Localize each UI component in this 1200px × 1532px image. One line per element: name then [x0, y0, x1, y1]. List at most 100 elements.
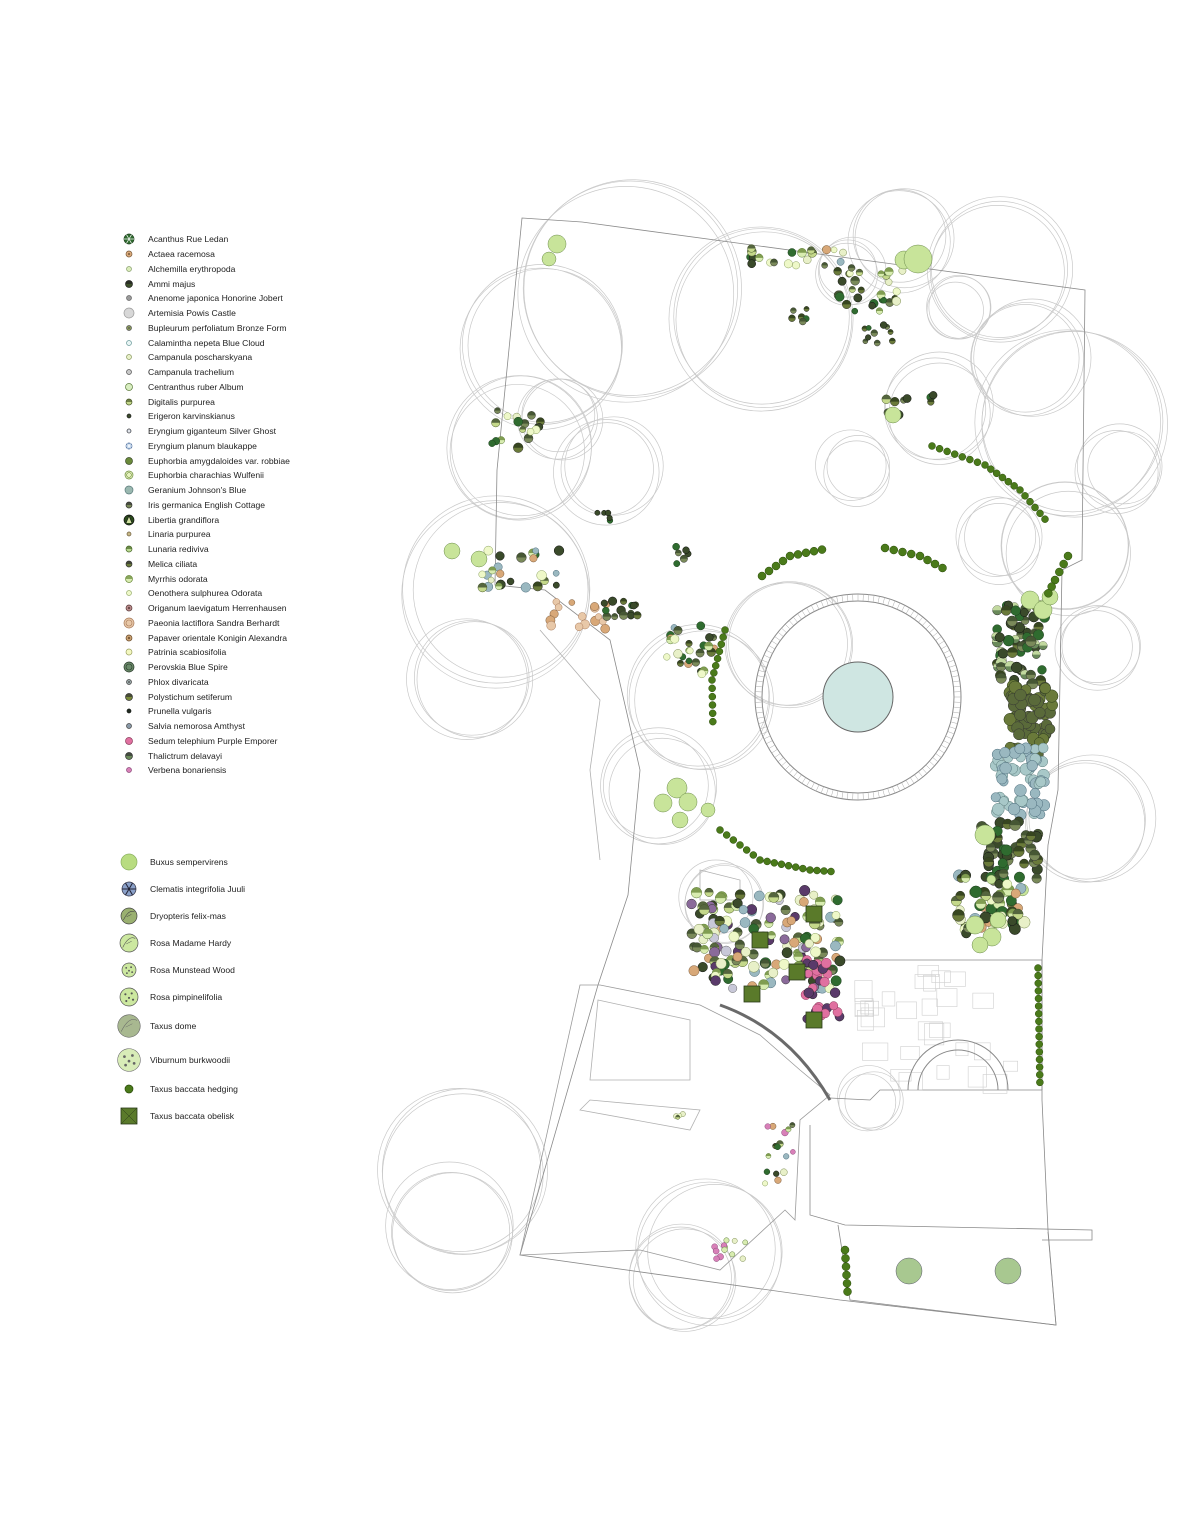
plant-symbol-822 [1063, 551, 1073, 561]
plant-symbol-748 [1021, 492, 1029, 500]
plant-symbol-699 [693, 923, 705, 935]
legend-label: Geranium Johnson's Blue [148, 485, 247, 496]
plant-symbol-768 [930, 559, 940, 569]
plant-symbol-541 [971, 936, 989, 954]
plant-symbol-420 [1029, 788, 1041, 799]
legend-item-myrrhis-odorata: Myrrhis odorata [118, 571, 418, 586]
legend-label: Libertia grandiflora [148, 514, 220, 525]
legend-label: Papaver orientale Konigin Alexandra [148, 632, 288, 643]
legend-item-eryngium-giganteum-silver-ghost: Eryngium giganteum Silver Ghost [118, 424, 418, 439]
plant-symbol-10 [783, 259, 793, 269]
plant-symbol-693 [778, 958, 790, 970]
plant-symbol-288 [1020, 608, 1029, 617]
plant-symbol-755 [771, 561, 781, 571]
plant-symbol-235 [994, 1257, 1022, 1285]
plant-symbol-118 [552, 569, 560, 577]
plant-symbol-809 [1035, 1032, 1043, 1041]
plant-symbol-199 [780, 1168, 788, 1176]
legend-label: Oenothera sulphurea Odorata [148, 588, 263, 599]
legend-label: Linaria purpurea [148, 529, 211, 540]
plant-symbol-786 [736, 841, 744, 849]
plant-symbol-103 [506, 577, 515, 586]
legend-label: Buxus sempervirens [150, 856, 228, 867]
legend-label: Rosa pimpinelifolia [150, 991, 223, 1002]
plant-symbol-789 [756, 856, 764, 864]
plant-symbol-189 [604, 509, 612, 517]
legend-symbol-icon [116, 906, 142, 926]
legend-symbol-icon [118, 380, 140, 394]
plant-symbol-816 [840, 1245, 850, 1255]
plant-symbol-515 [969, 885, 983, 899]
plant-symbol-81 [513, 416, 523, 427]
legend-item-viburnum-burkwoodii: Viburnum burkwoodii [116, 1042, 416, 1078]
plant-symbol-9 [836, 257, 845, 266]
legend-label: Centranthus ruber Album [148, 381, 244, 392]
plant-symbol-47 [880, 297, 888, 304]
legend-item-thalictrum-delavayi: Thalictrum delavayi [118, 748, 418, 763]
plant-symbol-801 [1034, 971, 1042, 980]
legend-symbol-icon [118, 395, 140, 409]
legend-item-dryopteris-felix-mas: Dryopteris felix-mas [116, 902, 416, 929]
plant-symbol-213 [739, 1255, 746, 1262]
plant-symbol-764 [898, 547, 907, 557]
plant-symbol-344 [1003, 713, 1017, 726]
plant-symbol-767 [923, 555, 932, 565]
plant-symbol-101 [552, 581, 560, 589]
plant-symbol-172 [697, 669, 707, 679]
planting-symbols [443, 234, 1073, 1296]
legend-label: Rosa Munstead Wood [150, 964, 235, 975]
plant-symbol-293 [1002, 634, 1015, 647]
legend-symbol-icon [118, 645, 140, 659]
plant-symbol-533 [1002, 879, 1013, 890]
plant-symbol-770 [721, 626, 729, 634]
plant-symbol-747 [1016, 486, 1024, 494]
legend-label: Actaea racemosa [148, 249, 215, 260]
legend-symbol-icon [118, 468, 140, 482]
legend-item-lunaria-rediviva: Lunaria rediviva [118, 542, 418, 557]
plant-symbol-734 [928, 442, 936, 450]
legend-item-anenome-japonica-honorine-jobert: Anenome japonica Honorine Jobert [118, 291, 418, 306]
plant-symbol-178 [670, 634, 680, 644]
plant-symbol-126 [568, 599, 576, 606]
legend-item-rosa-munstead-wood: Rosa Munstead Wood [116, 956, 416, 983]
plant-symbol-661 [799, 897, 809, 907]
legend-label: Taxus baccata obelisk [150, 1111, 235, 1121]
plant-symbol-124 [590, 602, 599, 611]
plant-symbol-225 [884, 406, 902, 424]
plant-symbol-823 [1059, 559, 1068, 569]
plant-symbol-815 [1036, 1078, 1044, 1087]
plant-symbol-684 [739, 917, 751, 928]
plant-symbol-812 [1035, 1055, 1044, 1064]
plant-symbol-1 [787, 248, 797, 257]
plant-symbol-456 [1013, 871, 1025, 883]
plant-symbol-638 [834, 955, 846, 967]
plant-symbol-273 [1033, 629, 1044, 641]
plant-symbol-233 [903, 244, 933, 274]
plant-symbol-423 [1007, 802, 1021, 816]
plant-symbol-722 [803, 987, 814, 998]
legend-label: Anenome japonica Honorine Jobert [148, 293, 283, 304]
plant-symbol-761 [817, 545, 827, 554]
legend-item-acanthus-rue-ledan: Acanthus Rue Ledan [118, 232, 418, 247]
plant-symbol-105 [487, 576, 495, 584]
plant-symbol-813 [1035, 1063, 1044, 1071]
legend-item-clematis-integrifolia-juuli: Clematis integrifolia Juuli [116, 875, 416, 902]
plant-symbol-167 [696, 621, 706, 631]
plant-symbol-186 [594, 509, 601, 516]
plant-symbol-413 [996, 773, 1008, 785]
plant-symbol-810 [1035, 1040, 1043, 1048]
plant-symbol-785 [729, 836, 738, 844]
legend-symbol-icon [118, 616, 140, 630]
plant-symbol-497 [986, 874, 997, 885]
plant-symbol-203 [764, 1123, 771, 1130]
legend-label: Melica ciliata [148, 558, 198, 569]
plant-symbol-729 [808, 959, 819, 970]
legend-item-eryngium-planum-blaukappe: Eryngium planum blaukappe [118, 439, 418, 454]
plant-symbol-784 [722, 831, 731, 839]
legend-item-geranium-johnson-s-blue: Geranium Johnson's Blue [118, 483, 418, 498]
legend-label: Paeonia lactiflora Sandra Berhardt [148, 617, 280, 628]
legend-symbol-icon [118, 350, 140, 364]
legend-item-taxus-dome: Taxus dome [116, 1010, 416, 1042]
